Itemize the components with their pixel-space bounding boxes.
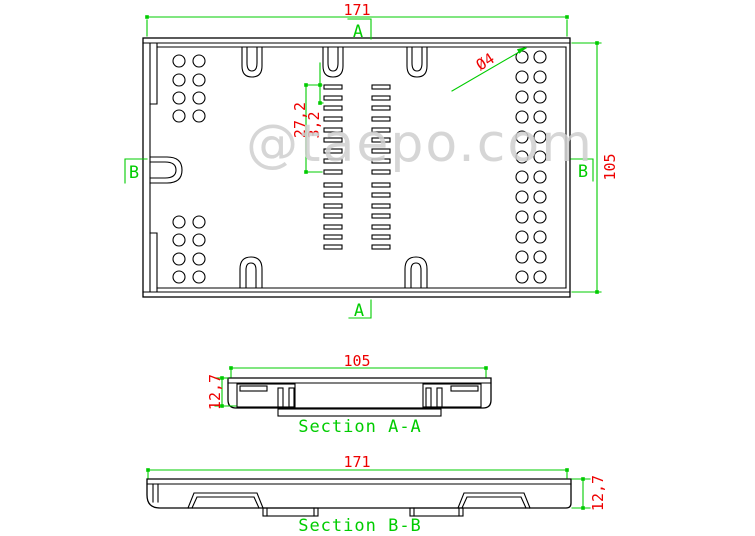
dim-top-width: 171 (343, 1, 370, 19)
section-aa-view: 105 12,7 Section A-A (206, 352, 492, 437)
left-hole-grid (172, 54, 206, 284)
section-aa-label: Section A-A (298, 417, 422, 437)
dim-top-height: 105 (601, 153, 619, 180)
section-bb-label: Section B-B (298, 516, 422, 536)
section-marker-a-top: A (353, 22, 363, 42)
section-marker-a-bottom: A (354, 301, 364, 321)
center-slot-ladders (323, 84, 391, 250)
section-marker-b-right: B (578, 162, 588, 182)
top-view: 171 105 27,2 3,2 Ø4 A A B B (124, 1, 619, 321)
top-view-dimension-lines (124, 15, 602, 319)
section-bb-geometry (146, 478, 572, 517)
section-marker-b-left: B (129, 163, 139, 183)
section-bb-height-dim: 12,7 (589, 475, 607, 511)
watermark: @taepo.com (246, 114, 594, 174)
section-aa-height-dim: 12,7 (206, 374, 224, 410)
section-aa-geometry (227, 377, 492, 417)
left-clip (149, 156, 183, 184)
section-bb-dimension-lines (146, 468, 591, 510)
section-bb-width-dim: 171 (343, 453, 370, 471)
section-aa-width-dim: 105 (343, 352, 370, 370)
dim-slot-pitch: 3,2 (305, 111, 323, 138)
tray-outline (142, 37, 571, 298)
section-bb-view: 171 12,7 Section B-B (146, 453, 607, 536)
dim-hole-diameter: Ø4 (473, 49, 498, 74)
top-edge-slots (241, 46, 428, 78)
bottom-edge-slots (239, 256, 428, 289)
section-aa-dimension-lines (214, 366, 488, 408)
dim-slot-group: 27,2 (291, 102, 309, 138)
